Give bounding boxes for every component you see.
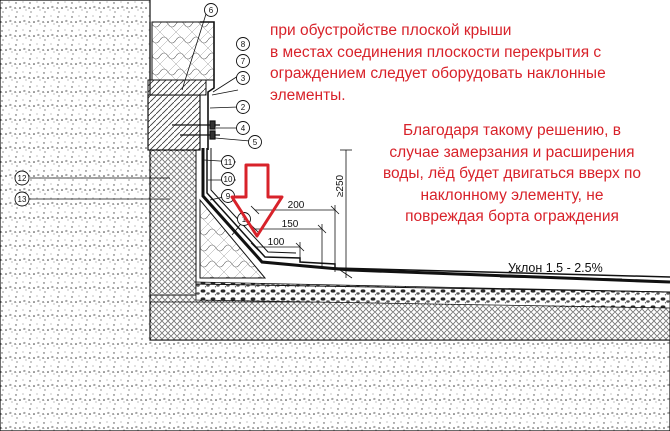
svg-text:7: 7	[241, 57, 246, 66]
svg-text:Уклон 1.5 - 2.5%: Уклон 1.5 - 2.5%	[508, 261, 603, 275]
svg-text:12: 12	[18, 174, 27, 183]
callout-2: 2	[236, 100, 250, 114]
svg-text:4: 4	[241, 124, 246, 133]
cap-board	[147, 79, 207, 96]
callout-7: 7	[236, 54, 250, 68]
callout-4: 4	[236, 121, 250, 135]
svg-text:3: 3	[241, 74, 246, 83]
svg-text:2: 2	[241, 103, 246, 112]
callout-8: 8	[236, 37, 250, 51]
inclined-fillet-element	[199, 198, 267, 279]
parapet-insulation-layer	[149, 149, 197, 296]
callout-5: 5	[248, 135, 262, 149]
svg-text:6: 6	[209, 6, 214, 15]
callout-9: 9	[221, 189, 235, 203]
svg-text:13: 13	[18, 195, 27, 204]
dimension-150: 150	[282, 219, 299, 230]
callout-3: 3	[236, 71, 250, 85]
waterproofing-membrane	[201, 148, 670, 284]
callout-10: 10	[221, 172, 235, 186]
benefit-note: Благодаря такому решению, в случае замер…	[382, 122, 642, 225]
svg-text:10: 10	[224, 175, 233, 184]
anchor-bolts	[172, 120, 220, 140]
slope-label: Уклон 1.5 - 2.5%	[499, 261, 623, 280]
svg-text:8: 8	[241, 40, 246, 49]
callout-11: 11	[221, 155, 235, 169]
metal-flashing	[200, 21, 215, 150]
svg-text:5: 5	[253, 138, 258, 147]
callout-6: 6	[204, 3, 218, 17]
construction-note: при обустройстве плоской крыши в местах …	[270, 22, 606, 104]
callout-12: 12	[14, 170, 30, 186]
dimension-100: 100	[268, 237, 285, 248]
wood-block	[147, 94, 201, 151]
dimension-250: ≥250	[335, 174, 346, 197]
gravel-layer	[195, 281, 670, 309]
dimension-200: 200	[288, 200, 305, 211]
svg-text:9: 9	[226, 192, 231, 201]
svg-text:1: 1	[242, 215, 247, 224]
svg-text:11: 11	[224, 158, 233, 167]
callout-13: 13	[14, 191, 30, 207]
upper-insulation	[151, 21, 215, 81]
red-down-arrow	[230, 163, 284, 238]
